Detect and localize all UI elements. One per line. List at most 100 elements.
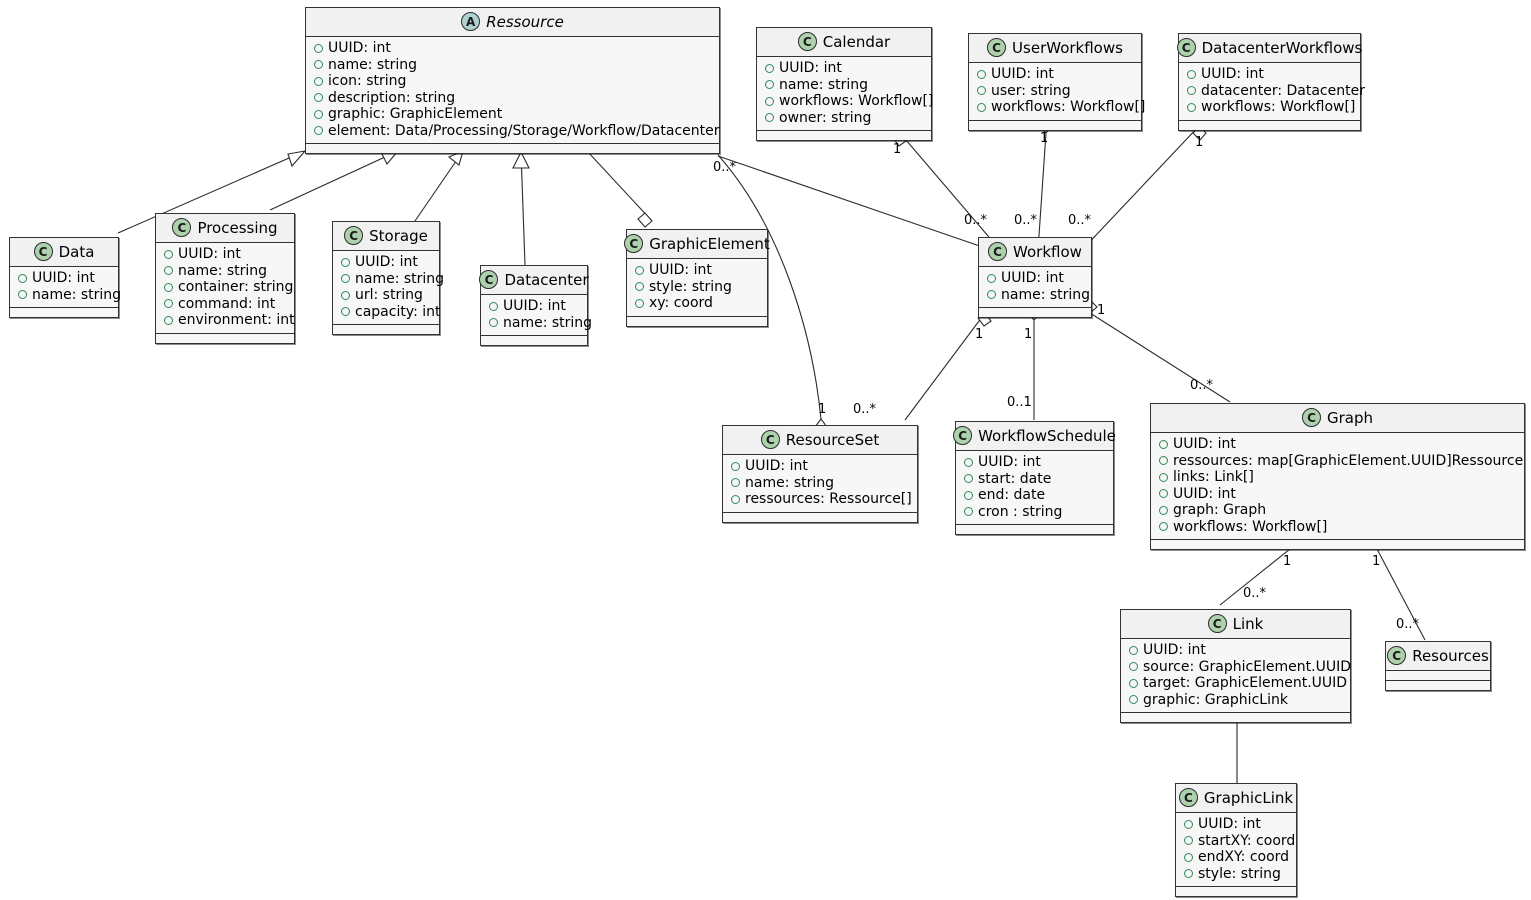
edge-datacenterworkflows-workflow [1081,125,1200,251]
visibility-public-icon [1129,662,1138,672]
class-graphiclink[interactable]: C GraphicLink UUID: int startXY: coord e… [1175,783,1297,897]
attribute-row: ressources: Ressource[] [729,491,912,508]
attribute-row: name: string [729,475,911,492]
class-icon: C [624,234,644,253]
visibility-public-icon [164,299,173,309]
visibility-public-icon [765,63,774,73]
class-name-graphicelement: GraphicElement [649,234,770,253]
class-methods-graphicelement [627,316,767,326]
class-datacenterworkflows[interactable]: C DatacenterWorkflows UUID: int datacent… [1176,33,1365,131]
visibility-public-icon [164,315,173,325]
attribute-row: links: Link[] [1157,469,1518,486]
attribute-row: xy: coord [633,295,761,312]
class-methods-datacenter [481,336,587,345]
edge-calendar-workflow [899,132,1001,251]
class-resources[interactable]: C Resources [1385,641,1491,691]
attribute-row: workflows: Workflow[] [1157,519,1518,536]
edge-graph-link [1219,548,1291,606]
class-workflow[interactable]: C Workflow UUID: int name: string [978,237,1092,318]
class-attributes-graphiclink: UUID: int startXY: coord endXY: coord st… [1176,813,1296,887]
attribute-row: url: string [339,287,433,304]
class-attributes-processing: UUID: int name: string container: string… [156,243,295,334]
attribute-row: container: string [162,279,293,296]
visibility-public-icon [987,290,996,300]
class-processing[interactable]: C Processing UUID: int name: string cont… [155,213,295,344]
visibility-public-icon [489,318,498,328]
class-name-datacenterworkflows: DatacenterWorkflows [1201,38,1363,57]
class-name-calendar: Calendar [822,32,891,51]
visibility-public-icon [314,126,323,136]
attribute-row: name: string [312,57,713,74]
class-header-resources: C Resources [1386,642,1490,671]
class-ressource[interactable]: A Ressource UUID: int name: string icon:… [305,7,720,154]
class-name-link: Link [1232,614,1264,633]
edge-workflow-graph [1089,312,1231,403]
class-name-ressource: Ressource [486,12,564,31]
class-attributes-calendar: UUID: int name: string workflows: Workfl… [757,57,933,131]
visibility-public-icon [489,301,498,311]
attribute-row: graphic: GraphicElement [312,106,713,123]
visibility-public-icon [1184,869,1193,879]
class-graphicelement[interactable]: C GraphicElement UUID: int style: string… [624,229,770,327]
class-data[interactable]: C Data UUID: int name: string [9,237,121,318]
attribute-row: UUID: int [962,454,1107,471]
visibility-public-icon [1159,522,1168,532]
class-name-workflow: Workflow [1013,242,1082,261]
class-name-workflowschedule: WorkflowSchedule [978,426,1116,445]
class-calendar[interactable]: C Calendar UUID: int name: string workfl… [756,27,933,141]
class-icon: C [344,226,364,245]
class-link[interactable]: C Link UUID: int source: GraphicElement.… [1120,609,1351,723]
class-methods-resources [1386,681,1490,690]
attribute-row: icon: string [312,73,713,90]
class-methods-graphiclink [1176,887,1296,896]
multiplicity-label: 1 [975,327,984,342]
attribute-row: UUID: int [1127,642,1344,659]
class-storage[interactable]: C Storage UUID: int name: string url: st… [332,221,444,335]
visibility-public-icon [731,494,740,504]
attribute-row: capacity: int [339,304,441,321]
visibility-public-icon [731,461,740,471]
visibility-public-icon [1159,505,1168,515]
visibility-public-icon [1187,86,1196,96]
attribute-row: UUID: int [985,270,1085,287]
attribute-row: name: string [339,271,444,288]
visibility-public-icon [1129,695,1138,705]
class-workflowschedule[interactable]: C WorkflowSchedule UUID: int start: date… [953,421,1116,535]
multiplicity-label: 0..* [1014,213,1038,228]
class-resourceset[interactable]: C ResourceSet UUID: int name: string res… [722,425,918,523]
visibility-public-icon [635,265,644,275]
attribute-row: startXY: coord [1182,833,1295,850]
attribute-row: UUID: int [1157,436,1518,453]
attribute-row: name: string [162,263,288,280]
attribute-row: UUID: int [633,262,761,279]
attribute-row: name: string [16,287,121,304]
edge-workflow-resourceset [904,312,986,421]
attribute-row: end: date [962,487,1107,504]
class-methods-datacenterworkflows [1179,120,1360,130]
class-icon: C [33,242,53,261]
attribute-row: style: string [1182,866,1290,883]
class-methods-workflowschedule [956,525,1113,534]
class-graph[interactable]: C Graph UUID: int ressources: map[Graphi… [1150,403,1525,550]
visibility-public-icon [314,60,323,70]
visibility-public-icon [964,507,973,517]
class-name-resourceset: ResourceSet [785,430,880,449]
visibility-public-icon [1159,456,1168,466]
class-header-calendar: C Calendar [757,28,931,57]
class-name-graph: Graph [1326,408,1373,427]
multiplicity-label: 1 [1283,554,1292,569]
visibility-public-icon [1187,102,1196,112]
class-datacenter[interactable]: C Datacenter UUID: int name: string [479,265,592,346]
class-header-ressource: A Ressource [306,8,719,37]
abstract-class-icon: A [461,12,481,31]
attribute-row: workflows: Workflow[] [763,93,933,110]
multiplicity-label: 1 [818,402,827,417]
class-userworkflows[interactable]: C UserWorkflows UUID: int user: string w… [968,33,1145,131]
multiplicity-label: 0..* [1068,213,1092,228]
multiplicity-label: 1 [1040,131,1049,146]
class-icon: C [1207,614,1227,633]
attribute-row: UUID: int [487,298,581,315]
edge-ressource-workflow [717,155,1001,254]
attribute-row: element: Data/Processing/Storage/Workflo… [312,123,719,140]
